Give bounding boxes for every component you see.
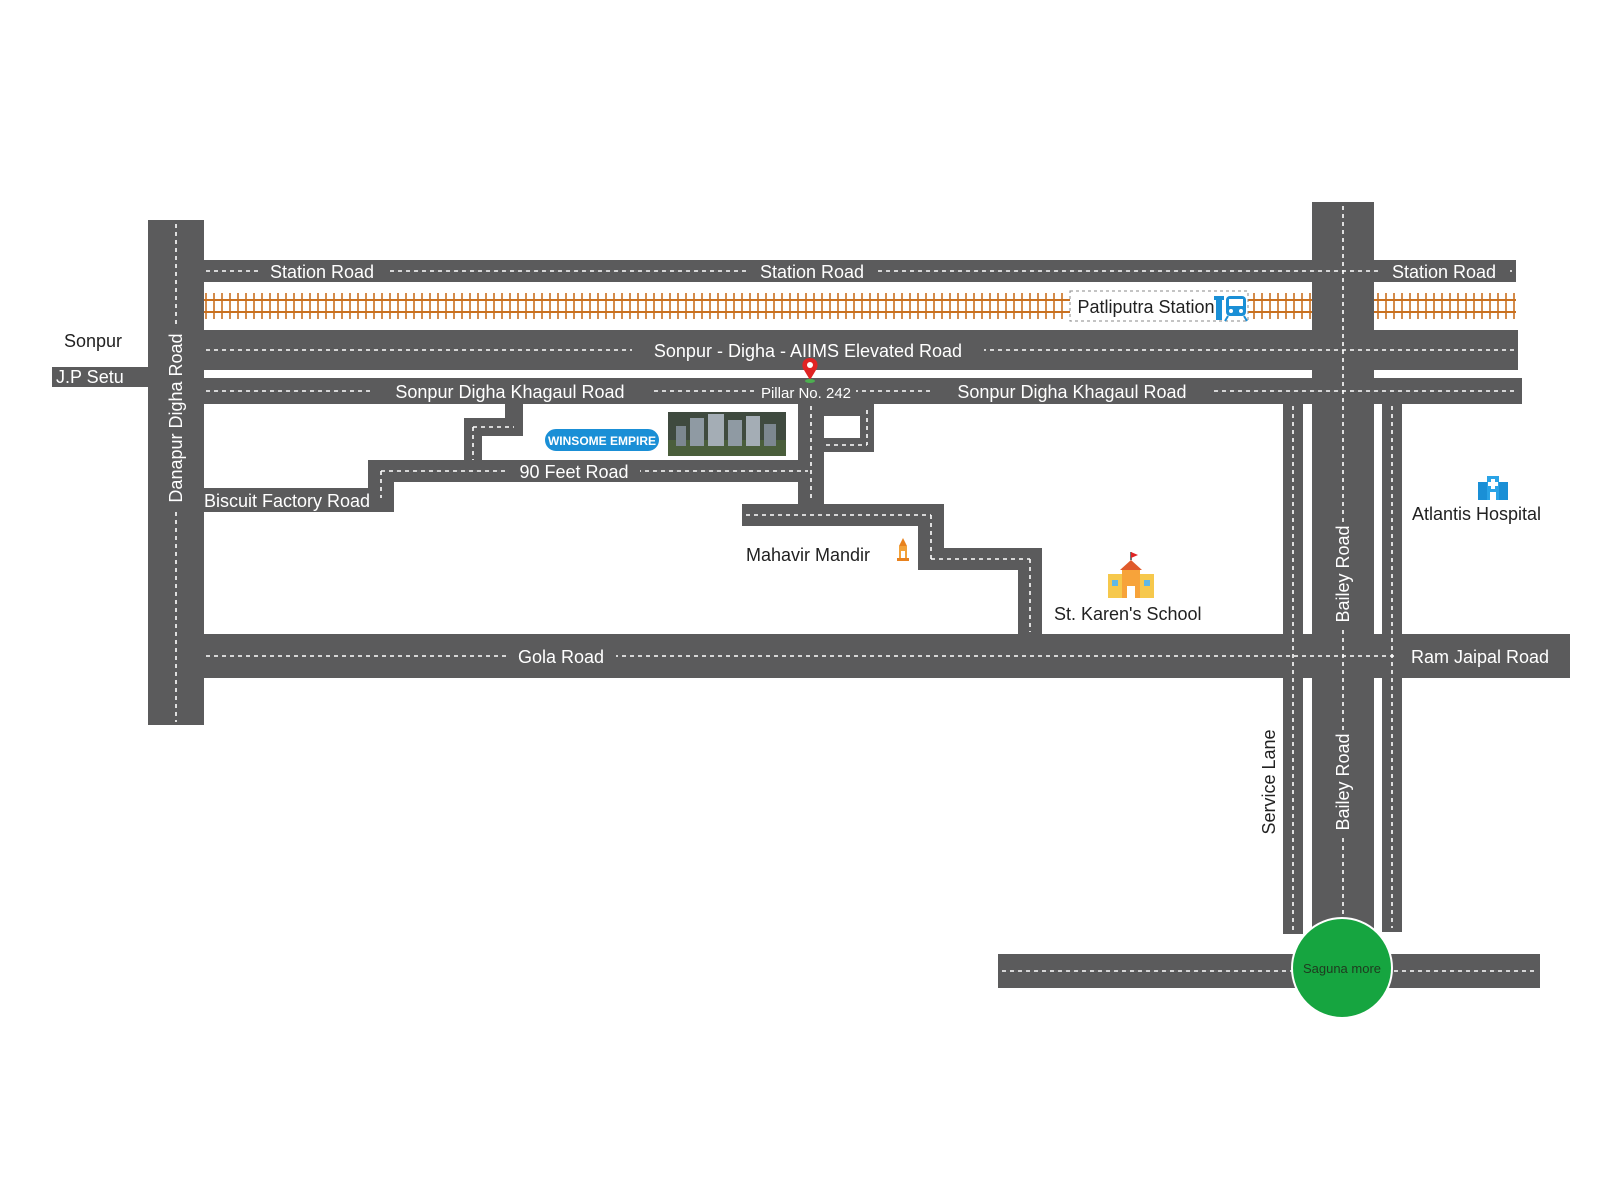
school-icon [1108, 552, 1154, 598]
train-icon [1214, 296, 1248, 322]
khagaul-road-label-1: Sonpur Digha Khagaul Road [395, 382, 624, 402]
danapur-road-label: Danapur Digha Road [166, 333, 186, 502]
project-label: WINSOME EMPIRE [548, 434, 656, 448]
elevated-road-label: Sonpur - Digha - AIIMS Elevated Road [654, 341, 962, 361]
school-label: St. Karen's School [1054, 604, 1202, 624]
project-badge [543, 427, 661, 453]
station-label: Patliputra Station [1077, 297, 1214, 317]
station-road-label-3: Station Road [1392, 262, 1496, 282]
location-pin-icon [802, 358, 818, 383]
pillar-label: Pillar No. 242 [761, 385, 851, 402]
gola-road-label: Gola Road [518, 647, 604, 667]
loop-road [824, 438, 874, 452]
jp-setu-label: J.P Setu [56, 367, 124, 387]
project-building-image [668, 412, 786, 456]
biscuit-factory-road [204, 488, 394, 512]
bailey-road-label-1: Bailey Road [1333, 525, 1353, 622]
khagaul-road-label-2: Sonpur Digha Khagaul Road [957, 382, 1186, 402]
road-labels: Station Road Station Road Station Road S… [56, 260, 1562, 834]
temple-icon [897, 538, 909, 561]
mahavir-label: Mahavir Mandir [746, 545, 870, 565]
hospital-label: Atlantis Hospital [1412, 504, 1541, 524]
hospital-icon [1478, 476, 1508, 500]
station-road-label-2: Station Road [760, 262, 864, 282]
saguna-label: Saguna more [1303, 961, 1381, 976]
saguna-circle [1291, 917, 1393, 1019]
service-lane-label: Service Lane [1259, 729, 1279, 834]
railway-track [204, 293, 1516, 319]
biscuit-road-label: Biscuit Factory Road [204, 491, 370, 511]
connector-road [464, 418, 482, 462]
station-road-label-1: Station Road [270, 262, 374, 282]
sonpur-label: Sonpur [64, 331, 122, 351]
ram-jaipal-road-label: Ram Jaipal Road [1411, 647, 1549, 667]
jp-setu-road [52, 367, 152, 387]
bailey-road-label-2: Bailey Road [1333, 733, 1353, 830]
feet-road-label: 90 Feet Road [519, 462, 628, 482]
